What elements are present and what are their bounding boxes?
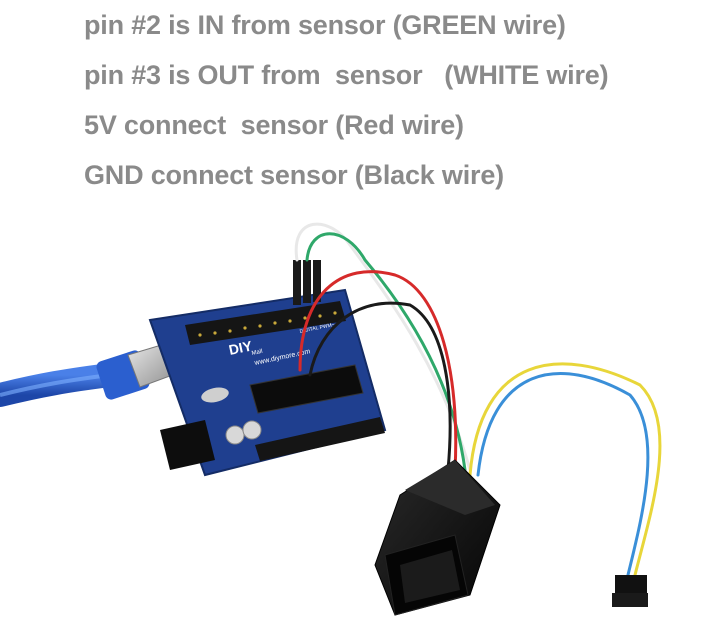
wire-blue: [476, 372, 650, 577]
board-brand: DIY: [227, 337, 254, 358]
caption-line-pin3: pin #3 is OUT from sensor (WHITE wire): [84, 60, 609, 90]
wire-green: [305, 232, 467, 472]
arduino-board: DIY Mall www.diymore.com DIGITAL PWM~: [148, 288, 387, 477]
wire-red: [298, 270, 458, 472]
board-brand-small: Mall: [251, 349, 263, 357]
dupont-connector: [612, 575, 648, 607]
board-pwm-label: PWM~: [319, 322, 335, 331]
caption-line-gnd: GND connect sensor (Black wire): [84, 160, 504, 190]
wire-yellow: [468, 362, 662, 577]
jumper-pins: [293, 260, 321, 305]
fingerprint-sensor: [374, 459, 501, 616]
sensor-wires: [294, 222, 662, 577]
board-header-label: DIGITAL: [299, 325, 319, 335]
wire-black: [308, 301, 452, 472]
caption-block: pin #2 is IN from sensor (GREEN wire) pi…: [84, 0, 714, 200]
usb-cable: [0, 350, 150, 407]
caption-line-5v: 5V connect sensor (Red wire): [84, 110, 464, 140]
wiring-photo: DIY Mall www.diymore.com DIGITAL PWM~: [0, 222, 662, 616]
caption-line-pin2: pin #2 is IN from sensor (GREEN wire): [84, 10, 566, 40]
wire-white: [294, 222, 472, 472]
